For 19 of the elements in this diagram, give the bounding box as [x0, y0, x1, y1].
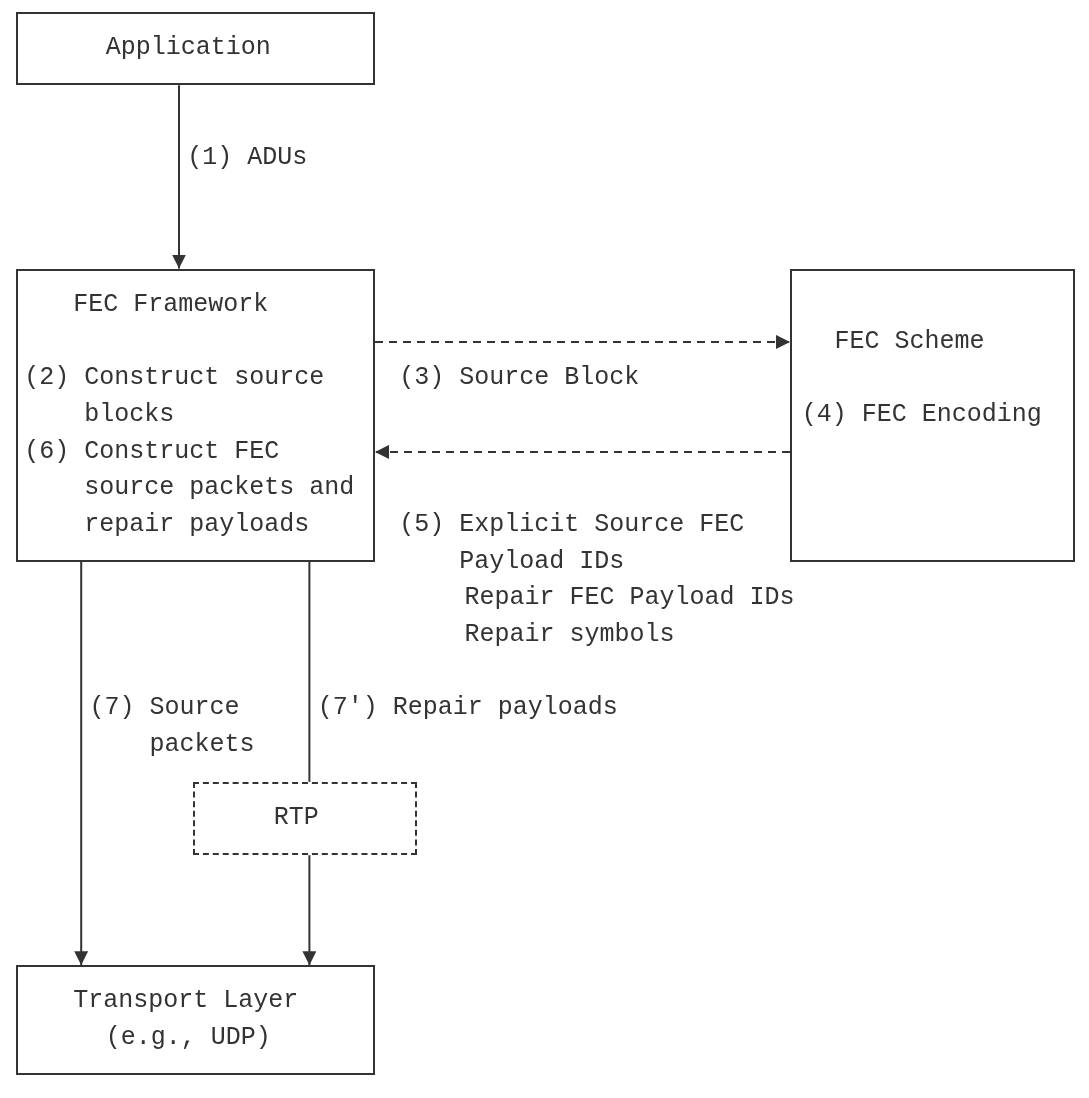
box-text: (6) Construct FEC source packets and repair payloads: [24, 435, 356, 541]
arrow: [172, 84, 186, 270]
process-box: [16, 12, 375, 86]
process-box: [193, 781, 417, 856]
arrow: [374, 444, 791, 459]
box-title: Application: [105, 32, 271, 65]
process-box: [790, 268, 1075, 562]
arrow: [374, 334, 791, 349]
arrow: [74, 560, 89, 967]
box-title: Transport Layer: [73, 985, 299, 1018]
box-text: (e.g., UDP): [105, 1022, 271, 1055]
process-box: [16, 268, 375, 562]
box-title: FEC Framework: [73, 288, 269, 321]
box-title: RTP: [273, 802, 319, 835]
box-title: FEC Scheme: [834, 325, 985, 358]
box-text: (2) Construct source blocks: [24, 362, 326, 431]
arrow: [302, 854, 317, 967]
box-text: (4) FEC Encoding: [801, 398, 1042, 431]
process-box: [16, 965, 375, 1076]
